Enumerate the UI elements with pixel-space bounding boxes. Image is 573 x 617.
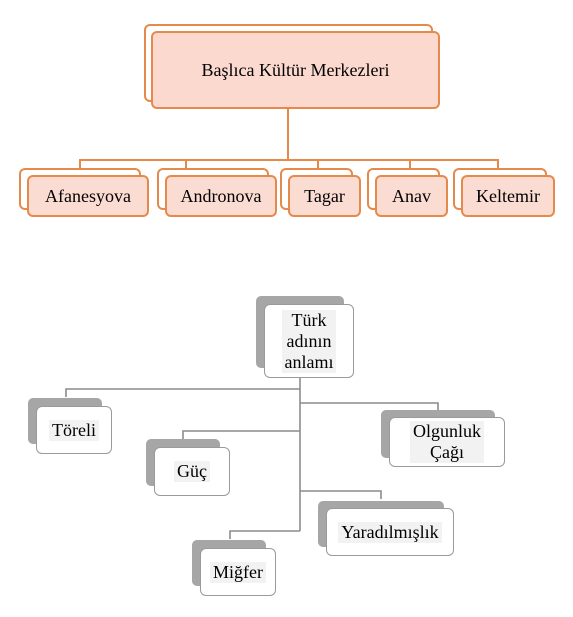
bottom-child-label: Olgunluk Çağı (409, 421, 484, 463)
top-child-label: Anav (392, 185, 431, 206)
top-child-label: Andronova (180, 185, 262, 206)
bottom-child-label: Miğfer (210, 561, 266, 583)
top-child-box: Andronova (165, 175, 277, 217)
top-child-label: Keltemir (476, 185, 540, 206)
bottom-child-line: Çağı (429, 442, 464, 462)
top-child-box: Keltemir (461, 175, 555, 217)
bottom-root-label: Türk adının anlamı (281, 309, 337, 373)
top-connectors (79, 106, 499, 168)
bottom-child-box: Güç (154, 447, 230, 496)
bottom-child-label: Töreli (49, 419, 99, 441)
bottom-child-box: Miğfer (200, 548, 276, 596)
bottom-connectors (65, 377, 439, 539)
top-child-box: Afanesyova (27, 175, 149, 217)
bottom-child-line: Olgunluk (412, 421, 481, 441)
top-child-label: Tagar (304, 185, 345, 206)
top-root-label: Başlıca Kültür Merkezleri (201, 59, 390, 80)
bottom-child-box: Töreli (36, 406, 112, 454)
top-child-label: Afanesyova (45, 185, 131, 206)
bottom-root-line: anlamı (284, 351, 334, 372)
top-root-box: Başlıca Kültür Merkezleri (151, 31, 440, 109)
bottom-root-line: Türk (291, 309, 327, 330)
bottom-root-line: adının (286, 330, 332, 351)
bottom-root-box: Türk adının anlamı (264, 304, 354, 378)
bottom-child-label: Yaradılmışlık (338, 521, 442, 543)
bottom-child-label: Güç (174, 461, 210, 482)
top-child-box: Tagar (288, 175, 361, 217)
top-child-box: Anav (375, 175, 448, 217)
bottom-child-box: Yaradılmışlık (326, 508, 454, 556)
bottom-child-box: Olgunluk Çağı (389, 417, 505, 467)
